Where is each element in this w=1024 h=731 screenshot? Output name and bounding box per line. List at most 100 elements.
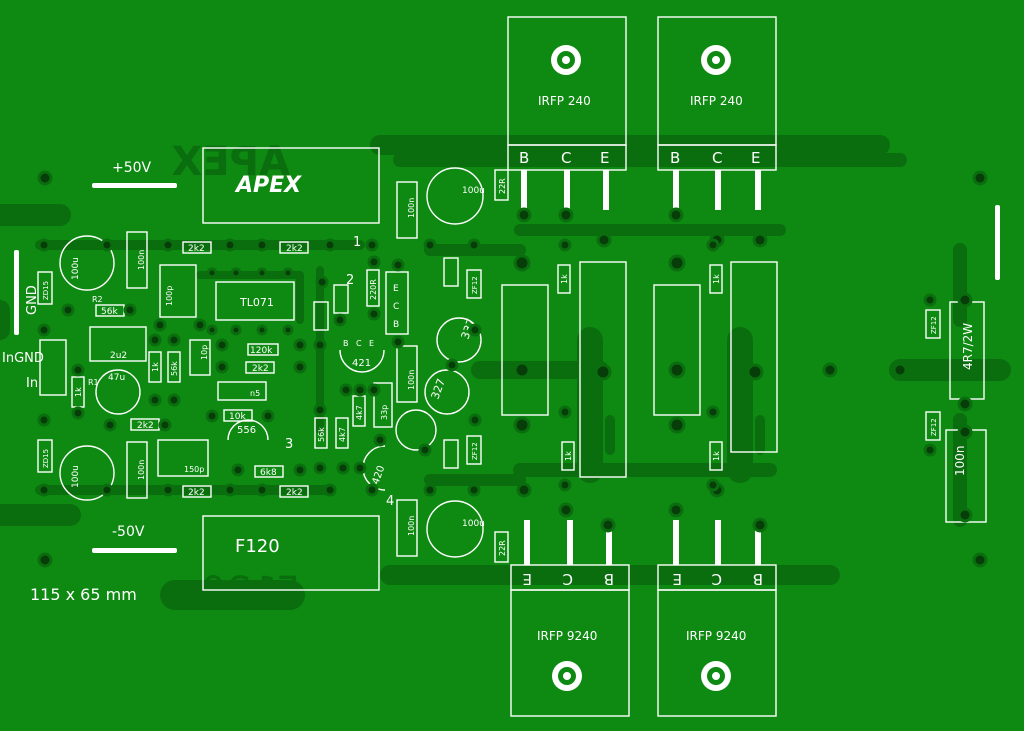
transistor-top-right: IRFP 240 B C E [657,16,777,210]
r-value: 4R7/2W [961,323,975,370]
r-6k8: 6k8 [254,465,284,478]
r-1k-q2: 1k [709,264,723,294]
supply-pos-label: +50V [112,160,152,176]
in-gnd-label: InGND [2,351,44,366]
input-label: In [26,376,38,391]
driver-block: E C B [385,271,409,335]
r-56k-b: 56k [314,417,328,449]
pin-b: B [753,570,763,588]
r-2k2-e: 2k2 [130,418,160,431]
r-1k-in: 1k [71,376,85,408]
r-22r-bot: 22R [494,531,509,563]
ghost-mirror-text: APEX F120 [171,139,300,615]
r-value: 6k8 [260,468,277,478]
cap-value: 100p [165,286,174,306]
r-1k-v: 1k [148,351,162,383]
out-pad [995,205,1000,280]
pin-b: B [519,149,529,167]
cap-value: 10p [200,345,209,360]
r-10k: 10k [223,409,253,422]
cap-value: 100n [137,250,146,270]
r-value: 2k2 [188,244,205,254]
c-100n-c: 100n [396,181,418,239]
c-100n-a: 100n [126,231,148,289]
ghost-model: F120 [201,569,300,615]
c-33p: 33p [373,382,393,428]
board-size-label: 115 x 65 mm [30,585,137,604]
neg-rail-pad [92,548,177,553]
transistor-bottom-left: E C B IRFP 9240 [510,520,630,717]
power-labels: +50V -50V GND InGND In 115 x 65 mm [2,160,1000,604]
diode-value: ZF12 [471,442,479,460]
cap-value: 100u [71,257,81,280]
q-556: 556 [227,419,269,441]
ic-tl071: TL071 [206,267,295,336]
r-value: 56k [317,427,326,442]
r-value: 10k [229,412,246,422]
test-markers: 1 2 3 4 [285,235,394,509]
r-value: 220R [369,279,378,300]
diode-d [443,439,459,469]
cap-value: 100n [407,370,416,390]
zf12-d: ZF12 [925,411,941,441]
c-150p: 150p [157,439,209,477]
mounting-holes [37,170,988,568]
diodes: ZD15 ZD15 ZF12 ZF12 ZF12 ZF12 [37,257,941,473]
marker-1: 1 [353,235,361,250]
ic-label: TL071 [239,296,274,309]
pin-label: C [356,339,362,348]
cap-c2: 100u [59,445,115,501]
pin-label: B [393,320,399,330]
r-2k2-b: 2k2 [279,241,309,254]
transistor-bottom-right: E C B IRFP 9240 [657,520,777,717]
r-value: 2k2 [286,244,303,254]
c-2u2: 2u2 [89,326,147,362]
pads [37,207,973,533]
marker-3: 3 [285,437,293,452]
zf12-c: ZF12 [925,309,941,339]
pin-c: C [712,570,722,588]
pin-e: E [673,570,682,588]
input-connector [39,339,67,396]
pin-c: C [561,149,571,167]
cap-c4: 100u [426,167,485,225]
pin-c: C [563,570,573,588]
pin-b: B [670,149,680,167]
pin-e: E [523,570,532,588]
zd15-b: ZD15 [37,439,53,473]
c-n5: n5 [217,381,267,401]
c-10p: 10p [189,339,211,376]
zf12-b: ZF12 [466,435,482,465]
cap-value: 100n [953,445,967,476]
r-value: 1k [74,387,83,397]
r-value: 2k2 [286,488,303,498]
r-2k2-c: 2k2 [182,485,212,498]
r-220r: 220R [366,269,380,307]
diode-c [443,257,459,287]
cap-value: 100n [407,198,416,218]
supply-neg-label: -50V [112,524,145,540]
r-4k7-b: 4k7 [352,395,366,427]
cap-value: 150p [184,465,204,474]
ghost-logo: APEX [171,139,290,185]
r-22r-top: 22R [494,169,509,201]
r-1k-q3: 1k [561,441,575,471]
marker-4: 4 [386,494,394,509]
r-value: 2k2 [137,421,154,431]
q-bottom-right-label: IRFP 9240 [686,629,746,643]
r-value: 1k [712,274,721,284]
gnd-label: GND [25,285,40,315]
r-value: 1k [151,362,160,372]
q-bottom-left-label: IRFP 9240 [537,629,597,643]
trimmer [395,409,437,451]
cap-c7: 327 [424,369,470,415]
cap-value: 100u [462,519,485,529]
resistors: 2k2 2k2 2k2 2k2 2k2 2k2 56k 120k 10k 6k8… [71,169,985,563]
cap-value: 33p [380,405,389,420]
q-label: 420 [370,464,387,486]
r-4k7-a: 4k7 [335,417,349,449]
pin-c: C [712,149,722,167]
q-label: 421 [352,358,371,369]
diode-value: ZF12 [930,418,938,436]
